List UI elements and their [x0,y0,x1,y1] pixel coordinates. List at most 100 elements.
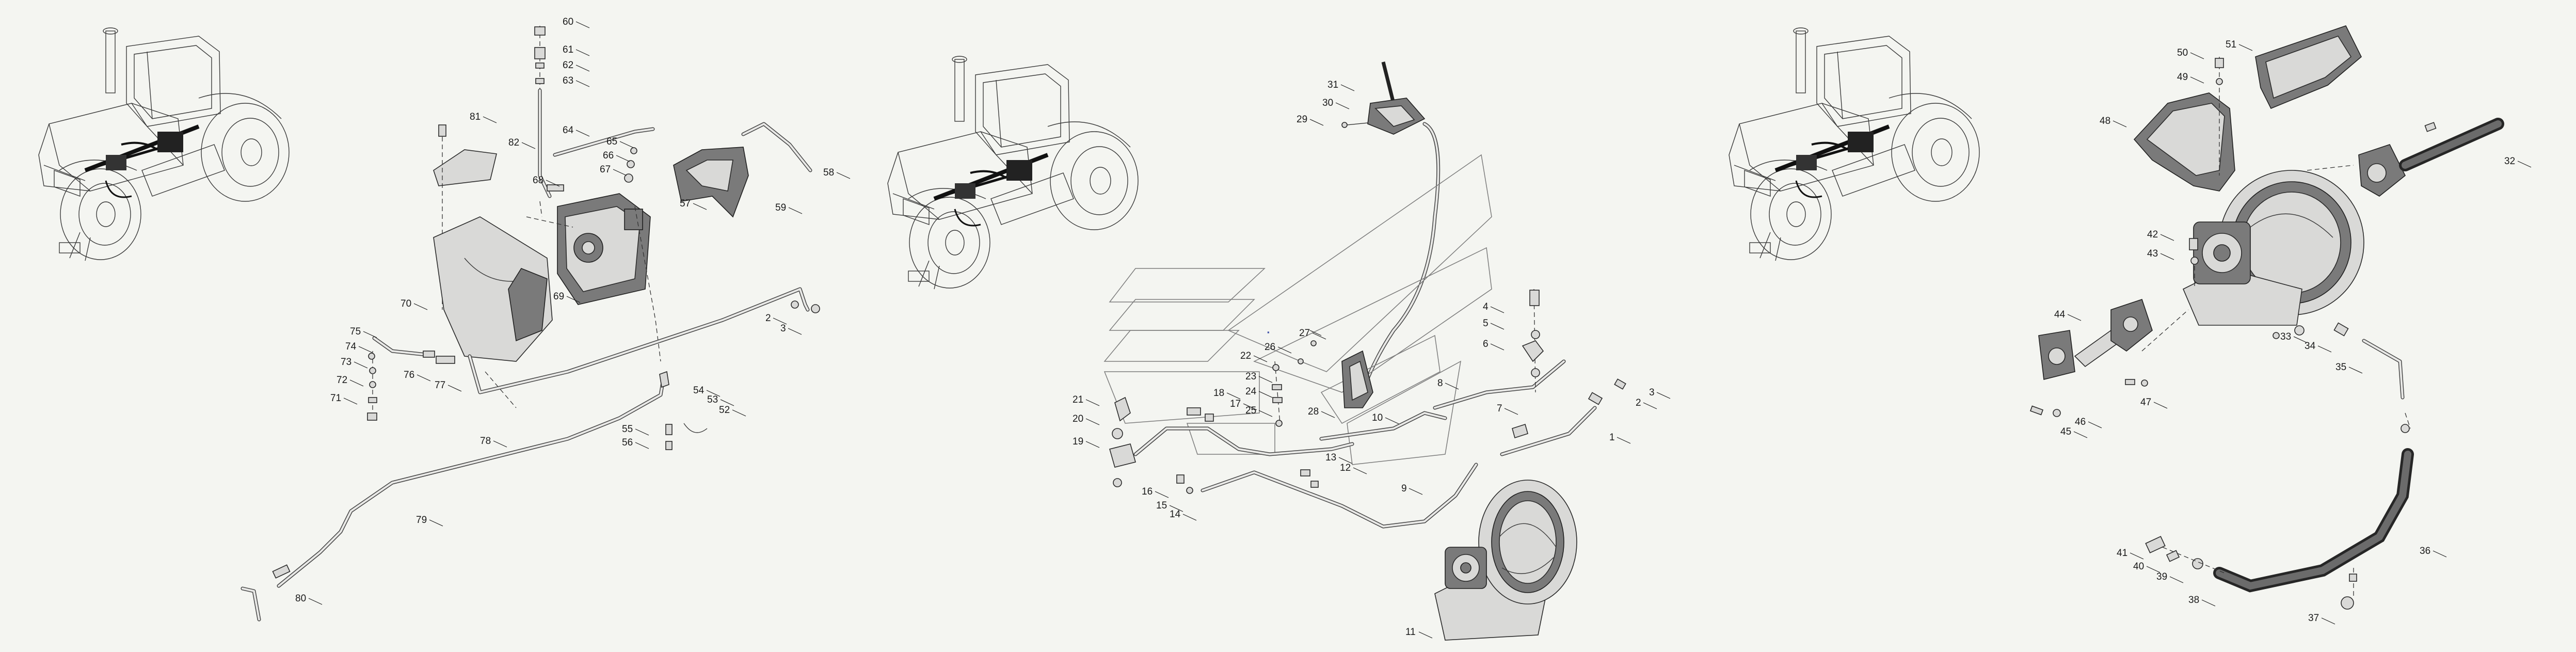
part-label-left-73: 73 [341,357,351,368]
part-label-right-48: 48 [2100,116,2110,126]
leader-line [613,169,627,176]
leader-line [1169,505,1183,512]
part-label-middle-22: 22 [1240,351,1251,361]
part-label-left-72: 72 [337,375,347,386]
leader-line [1490,323,1505,330]
part-label-middle-18: 18 [1213,388,1224,399]
part-label-right-41: 41 [2117,548,2127,559]
part-label-middle-3: 3 [1649,387,1655,398]
part-label-right-49: 49 [2177,72,2188,83]
leader-line [2238,44,2253,51]
leader-line [693,203,707,210]
part-label-right-43: 43 [2147,248,2158,259]
part-label-middle-26: 26 [1265,342,1275,353]
part-label-left-82: 82 [508,137,519,148]
part-label-left-59: 59 [775,202,786,213]
leader-line [2321,617,2335,625]
leader-line [483,116,497,123]
part-label-middle-4: 4 [1483,301,1489,312]
left-panel-parts [241,26,820,622]
leader-line [788,207,803,214]
part-label-middle-30: 30 [1322,98,1333,108]
leader-line [343,397,358,405]
part-label-left-70: 70 [401,298,411,309]
highlight-mark: ▪ [1267,328,1270,336]
leader-line [1155,491,1169,498]
part-label-right-36: 36 [2420,546,2430,556]
leader-line [1643,402,1657,409]
leader-line [1258,410,1273,417]
part-label-right-38: 38 [2188,595,2199,606]
part-label-left-68: 68 [533,175,543,186]
leader-line [1258,391,1273,398]
leader-line [2190,52,2204,59]
right-panel-parts [2029,25,2504,610]
part-label-right-35: 35 [2335,362,2346,373]
part-label-left-74: 74 [345,341,357,352]
part-label-left-76: 76 [404,370,414,380]
leader-line [1258,376,1273,383]
part-label-left-57: 57 [680,198,691,209]
leader-line [2317,345,2332,353]
part-label-middle-17: 17 [1230,399,1241,409]
middle-panel-parts: ▪ [1103,61,1626,641]
leader-line [1312,332,1326,340]
part-label-left-64: 64 [563,125,574,136]
leader-line [1253,355,1268,362]
leader-line [2348,367,2363,374]
leader-line [2130,552,2144,560]
leader-line [308,598,323,605]
leader-line [1353,467,1367,474]
part-label-left-54: 54 [693,385,705,396]
leader-line [2433,550,2447,558]
leader-line [429,519,443,527]
part-label-left-58: 58 [823,167,834,178]
leader-line [635,442,649,449]
leader-line [546,180,560,187]
part-label-right-32: 32 [2504,156,2515,167]
part-label-middle-11: 11 [1405,627,1416,638]
part-label-middle-14: 14 [1170,509,1181,520]
leader-line [1617,437,1631,444]
leader-line [1277,346,1292,354]
part-label-middle-31: 31 [1327,79,1338,90]
part-label-right-37: 37 [2308,613,2319,624]
part-label-middle-2: 2 [1636,397,1641,408]
leader-line [1490,306,1505,313]
part-label-left-53: 53 [707,394,718,405]
leader-line [566,296,581,303]
tractor-illustration-right [1729,28,1979,261]
part-label-middle-29: 29 [1297,114,1307,125]
tractor-illustration-middle [888,56,1138,289]
leader-line [2190,76,2204,84]
part-label-left-52: 52 [719,405,730,416]
part-label-left-60: 60 [563,17,573,27]
leader-line [1085,399,1100,406]
leader-line [732,409,746,417]
part-label-middle-23: 23 [1245,371,1256,382]
part-label-middle-28: 28 [1308,406,1319,417]
part-label-middle-9: 9 [1401,483,1407,494]
part-label-left-65: 65 [606,136,617,147]
leader-line [2067,314,2082,321]
part-label-right-45: 45 [2060,426,2071,437]
leader-line [1085,418,1100,425]
part-label-left-77: 77 [435,380,445,391]
part-label-right-44: 44 [2054,309,2066,320]
leader-line [773,317,787,325]
leader-line [2146,566,2161,573]
leader-line [1182,514,1197,521]
leader-line [493,440,507,448]
leader-line [788,328,802,335]
part-label-left-2: 2 [765,313,771,324]
part-label-left-79: 79 [416,515,427,526]
leader-line [1656,392,1671,399]
leader-line [2517,161,2532,168]
part-label-middle-7: 7 [1497,403,1502,414]
part-label-right-42: 42 [2147,229,2158,240]
leader-line [575,49,590,56]
leader-line [1490,343,1505,351]
part-label-left-61: 61 [563,44,573,55]
